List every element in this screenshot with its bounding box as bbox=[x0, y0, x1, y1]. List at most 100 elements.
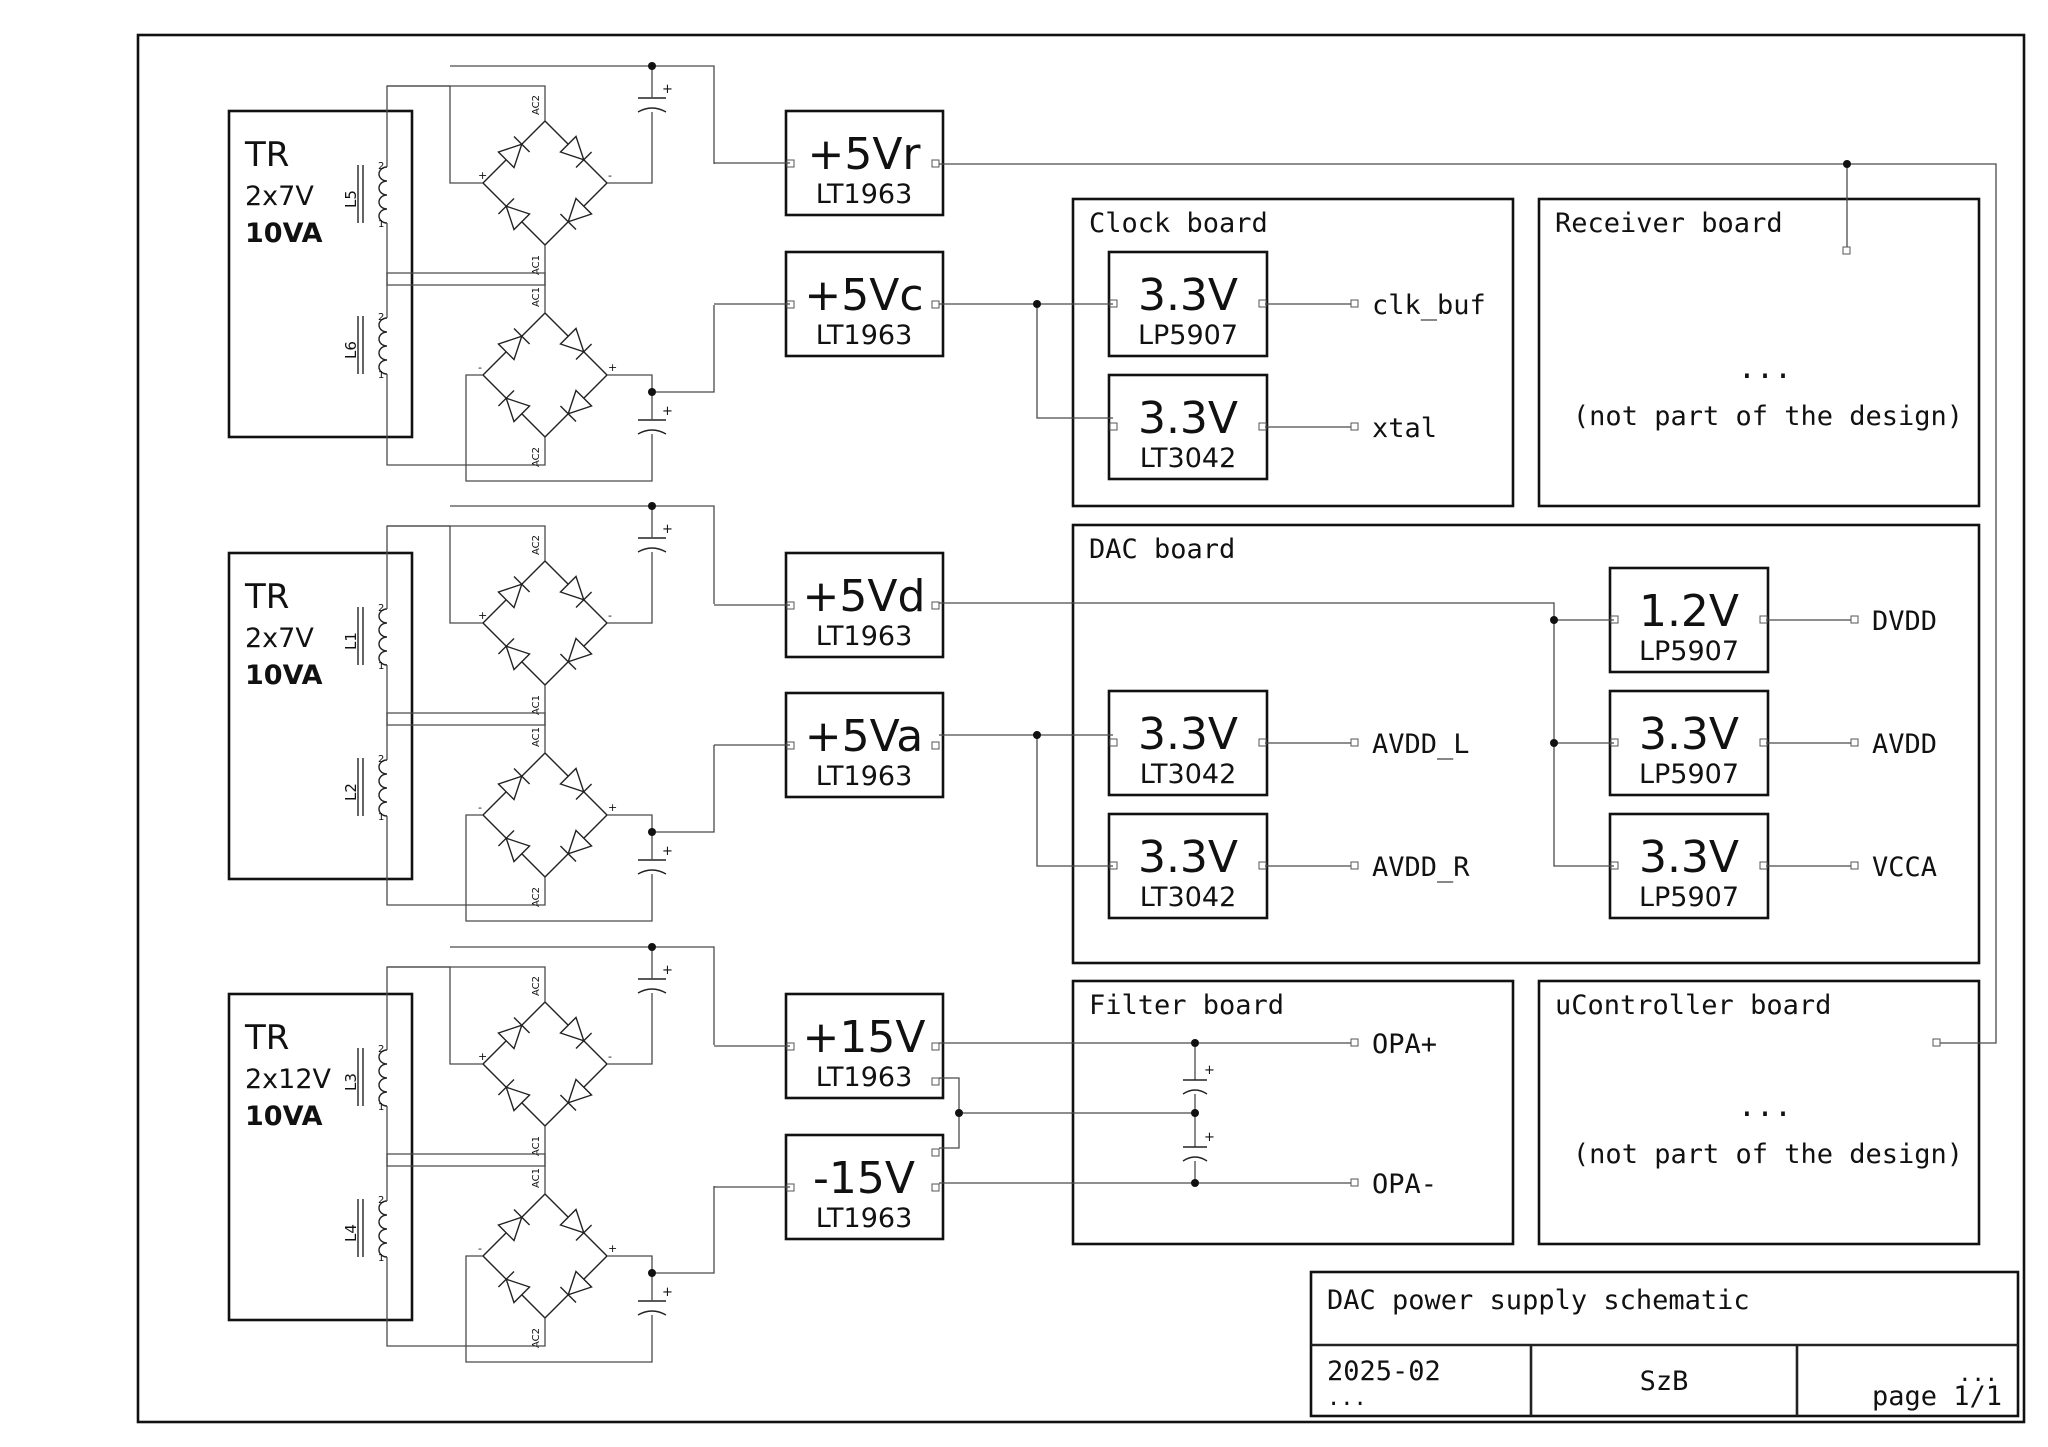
net-pin bbox=[1850, 738, 1859, 747]
coil-pin-bottom: 1 bbox=[378, 219, 384, 230]
filter-capacitor-2: + bbox=[1182, 1130, 1215, 1162]
regulator-voltage: 3.3V bbox=[1639, 832, 1739, 883]
regulator-pin-out bbox=[1258, 299, 1267, 308]
junction-dots bbox=[955, 160, 1851, 1187]
coil-pin-bottom: 1 bbox=[378, 661, 384, 672]
capacitor-plus: + bbox=[662, 844, 673, 859]
smoothing-capacitor: + bbox=[637, 404, 673, 435]
regulator-pin-out bbox=[931, 601, 940, 610]
regulator-voltage: +5Vc bbox=[804, 270, 923, 321]
regulator-pin-out bbox=[1258, 422, 1267, 431]
net-pin bbox=[1350, 861, 1359, 870]
bridge-polarity: - bbox=[608, 609, 612, 622]
regulator-pin-out bbox=[1258, 738, 1267, 747]
transformer-voltage: 2x12V bbox=[245, 1064, 332, 1095]
wire-5vd-main bbox=[939, 602, 1614, 621]
coil-pin-top: 2 bbox=[378, 754, 384, 765]
regulator-part: LP5907 bbox=[1639, 882, 1739, 913]
rectifier-group: AC2AC1+-+AC1AC2-++AC2AC1+-+AC1AC2-++AC2A… bbox=[386, 62, 715, 1363]
bridge-ac-label: AC2 bbox=[531, 95, 542, 115]
net-label-vcca: VCCA bbox=[1872, 852, 1937, 883]
regulator-pin-out bbox=[931, 159, 940, 168]
bridge-polarity: - bbox=[608, 1050, 612, 1063]
bridge-ac-label: AC1 bbox=[531, 727, 542, 747]
bridge-polarity: + bbox=[608, 361, 617, 374]
filter-cap2-plus: + bbox=[1204, 1130, 1215, 1145]
regulator-pin-in bbox=[1109, 422, 1118, 431]
transformer-group: TR2x7V10VAL521L621TR2x7V10VAL121L221TR2x… bbox=[227, 109, 414, 1322]
regulator-part: LP5907 bbox=[1138, 320, 1238, 351]
junction-dot bbox=[648, 943, 656, 951]
wire-5vr-bus bbox=[939, 163, 1997, 1044]
coil-pin-top: 2 bbox=[378, 1044, 384, 1055]
capacitor-plus: + bbox=[662, 404, 673, 419]
bridge-polarity: + bbox=[608, 801, 617, 814]
receiver-board-title: Receiver board bbox=[1555, 208, 1783, 239]
filter-board-title: Filter board bbox=[1089, 990, 1284, 1021]
coil-pin-top: 2 bbox=[378, 603, 384, 614]
net-label-avdd-l: AVDD_L bbox=[1372, 729, 1470, 760]
smoothing-capacitor: + bbox=[637, 522, 673, 553]
coil-label: L5 bbox=[342, 190, 360, 208]
junction-dot bbox=[1033, 300, 1041, 308]
wire-5vd-branch bbox=[1553, 620, 1614, 867]
junction-dot bbox=[648, 828, 656, 836]
regulator-box bbox=[1107, 812, 1269, 920]
bridge-ac-label: AC2 bbox=[531, 976, 542, 996]
title-block-date: 2025-02 bbox=[1327, 1356, 1441, 1387]
coil-label: L2 bbox=[342, 783, 360, 801]
regulator-pin-gnd bbox=[931, 1077, 940, 1086]
wiring bbox=[939, 163, 1997, 1184]
transformer-title: TR bbox=[244, 135, 289, 175]
title-block-page-extra: ... bbox=[1958, 1362, 1998, 1387]
filter-cap1-plus: + bbox=[1204, 1063, 1215, 1078]
regulator-voltage: +5Va bbox=[805, 711, 924, 762]
bridge-polarity: + bbox=[608, 1242, 617, 1255]
smoothing-capacitor: + bbox=[637, 1285, 673, 1316]
regulator-voltage: 3.3V bbox=[1639, 709, 1739, 760]
net-pin bbox=[1350, 299, 1359, 308]
coil-pin-bottom: 1 bbox=[378, 1102, 384, 1113]
bridge-ac-label: AC1 bbox=[531, 1168, 542, 1188]
junction-dot bbox=[648, 502, 656, 510]
bridge-polarity: + bbox=[478, 609, 487, 622]
bridge-ac-label: AC2 bbox=[531, 447, 542, 467]
regulator-voltage: +5Vd bbox=[803, 571, 926, 622]
junction-dot bbox=[1033, 731, 1041, 739]
coil-label: L1 bbox=[342, 632, 360, 650]
regulator-pin-out bbox=[1759, 861, 1768, 870]
net-pin bbox=[1850, 861, 1859, 870]
net-label-opa-plus: OPA+ bbox=[1372, 1029, 1437, 1060]
net-pin bbox=[1350, 738, 1359, 747]
regulator-voltage: -15V bbox=[813, 1153, 915, 1204]
filter-capacitor-1: + bbox=[1182, 1063, 1215, 1095]
net-pin bbox=[1350, 422, 1359, 431]
drawing-frame bbox=[136, 33, 2026, 1424]
title-block: DAC power supply schematic 2025-02 ... S… bbox=[1309, 1270, 2020, 1418]
regulator-pin-out bbox=[931, 1183, 940, 1192]
net-label-avdd: AVDD bbox=[1872, 729, 1937, 760]
regulator-part: LT3042 bbox=[1140, 443, 1237, 474]
junction-dot bbox=[955, 1109, 963, 1117]
net-label-dvdd: DVDD bbox=[1872, 606, 1937, 637]
net-pin bbox=[1850, 615, 1859, 624]
capacitor-plus: + bbox=[662, 522, 673, 537]
regulator-part: LT1963 bbox=[816, 1062, 913, 1093]
regulator-part: LT1963 bbox=[816, 179, 913, 210]
net-pin bbox=[1932, 1038, 1941, 1047]
junction-dot bbox=[1550, 616, 1558, 624]
